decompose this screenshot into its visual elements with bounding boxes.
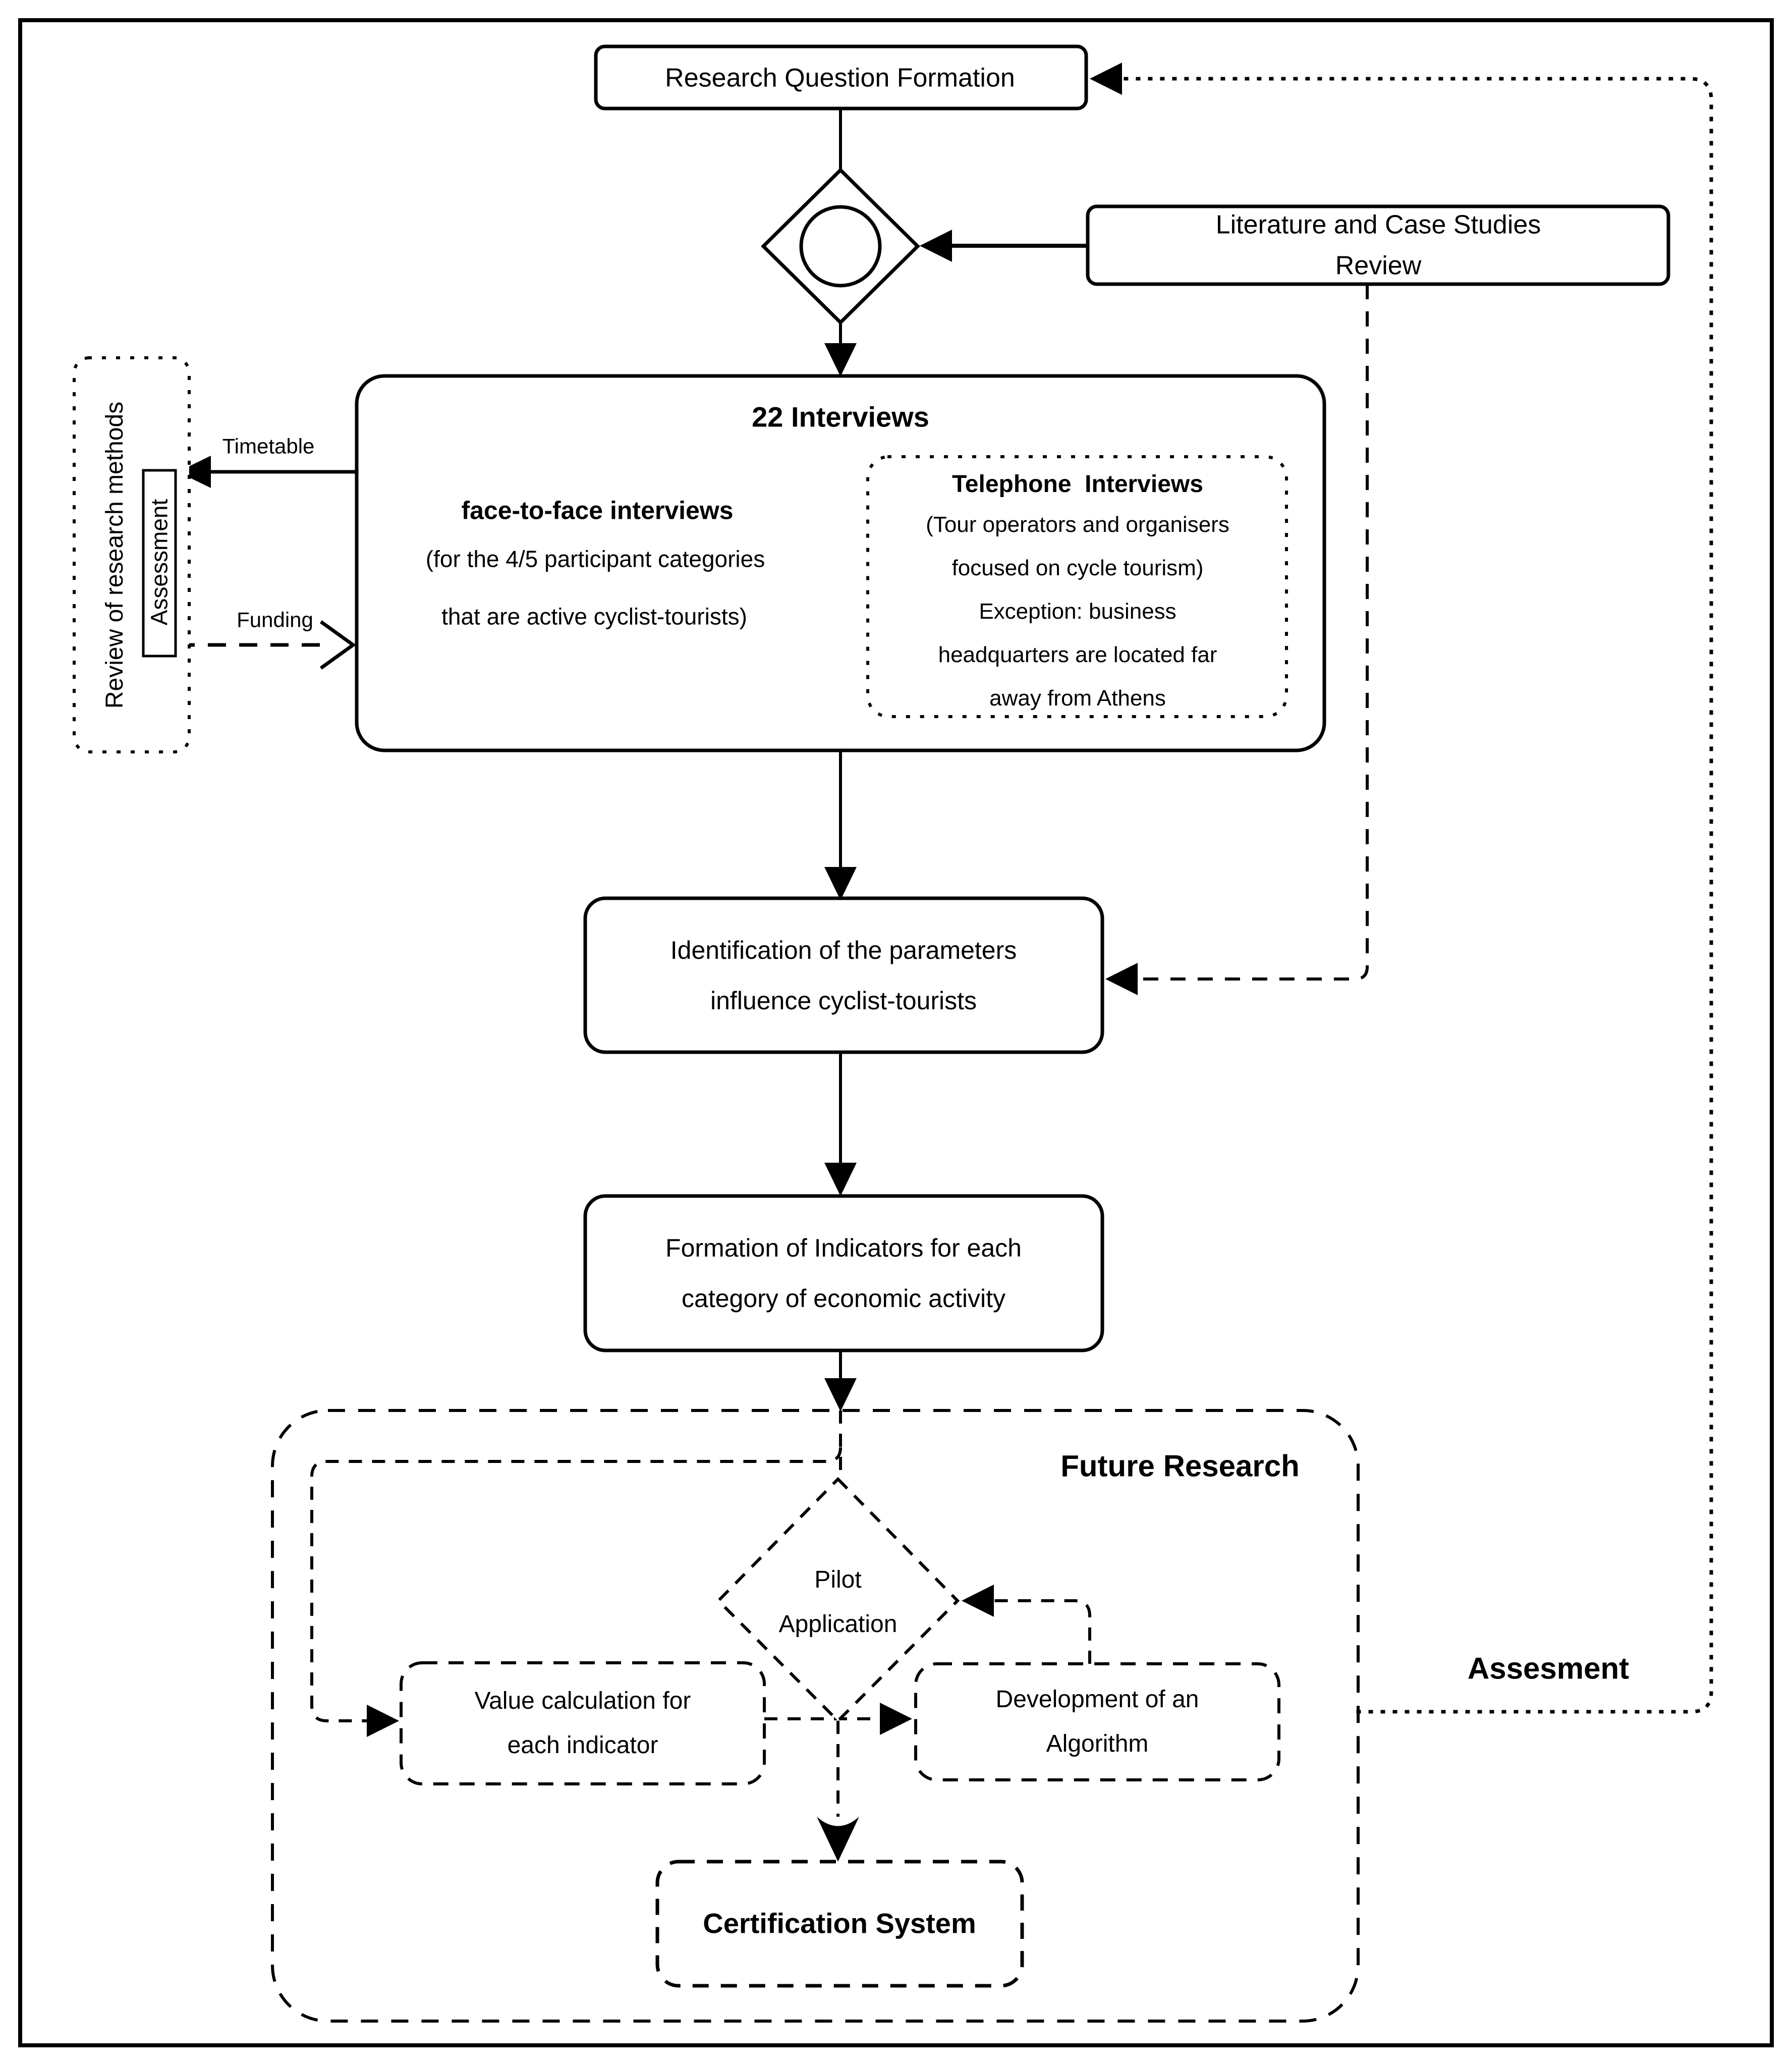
arrowhead-funding-icon	[319, 620, 356, 670]
future-research-container	[271, 1409, 1360, 2023]
edge-branch-to-value	[310, 1447, 842, 1722]
telephone-title: Telephone Interviews	[952, 470, 1203, 498]
formation-node	[583, 1194, 1104, 1352]
pilot-application-label: Pilot Application	[778, 1566, 898, 1638]
arrowhead-formation-to-future-icon	[824, 1378, 857, 1411]
arrowhead-timetable-icon	[178, 456, 211, 488]
arrowhead-assesment-loop-icon	[1090, 63, 1122, 95]
arrowhead-interviews-to-identification-icon	[824, 867, 857, 900]
assessment-node	[142, 469, 177, 658]
face-to-face-note2: that are active cyclist-tourists)	[441, 603, 747, 630]
arrowhead-literature-to-identification-icon	[1105, 963, 1138, 995]
identification-label: Identification of the parameters influen…	[670, 936, 1017, 1015]
development-node	[914, 1662, 1280, 1781]
formation-label: Formation of Indicators for each categor…	[665, 1234, 1022, 1313]
literature-review-label: Literature and Case Studies Review	[1215, 210, 1541, 280]
telephone-interviews-node	[866, 455, 1288, 718]
research-question-label: Research Question Formation	[665, 63, 1015, 93]
merge-circle-icon	[799, 205, 882, 288]
edge-development-to-pilot	[971, 1599, 1091, 1664]
edge-assesment-loop	[1122, 77, 1713, 1714]
assessment-label: Assessment	[146, 499, 173, 626]
value-calculation-label: Value calculation for each indicator	[474, 1688, 691, 1759]
certification-label: Certification System	[703, 1907, 976, 1939]
review-methods-label: Review of research methods	[101, 401, 128, 709]
research-question-node	[594, 44, 1088, 111]
pilot-application-node	[716, 1477, 960, 1723]
arrowhead-branch-to-value-icon	[367, 1705, 399, 1737]
arrowhead-development-to-pilot-icon	[962, 1585, 994, 1617]
identification-node	[583, 896, 1104, 1054]
future-research-label: Future Research	[1060, 1449, 1300, 1483]
face-to-face-label: face-to-face interviews	[461, 496, 734, 525]
development-label: Development of an Algorithm	[995, 1686, 1199, 1757]
outer-border	[18, 18, 1774, 2047]
arrowhead-pilot-to-certification-icon	[817, 1817, 859, 1862]
arrowhead-identification-to-formation-icon	[824, 1163, 857, 1196]
interviews-title: 22 Interviews	[752, 401, 929, 433]
assesment-label: Assesment	[1467, 1651, 1630, 1686]
funding-edge-label: Funding	[237, 608, 313, 632]
literature-review-node	[1086, 204, 1670, 286]
face-to-face-note1: (for the 4/5 participant categories	[425, 546, 765, 572]
edge-literature-to-identification	[1114, 284, 1369, 981]
value-calculation-node	[400, 1661, 766, 1785]
certification-node	[655, 1860, 1024, 1988]
telephone-body: (Tour operators and organisers focused o…	[926, 512, 1229, 711]
arrowhead-value-to-development-icon	[880, 1703, 912, 1735]
timetable-edge-label: Timetable	[222, 434, 315, 458]
arrowhead-diamond-to-interviews-icon	[824, 343, 857, 376]
arrowhead-literature-to-diamond-icon	[920, 230, 952, 262]
